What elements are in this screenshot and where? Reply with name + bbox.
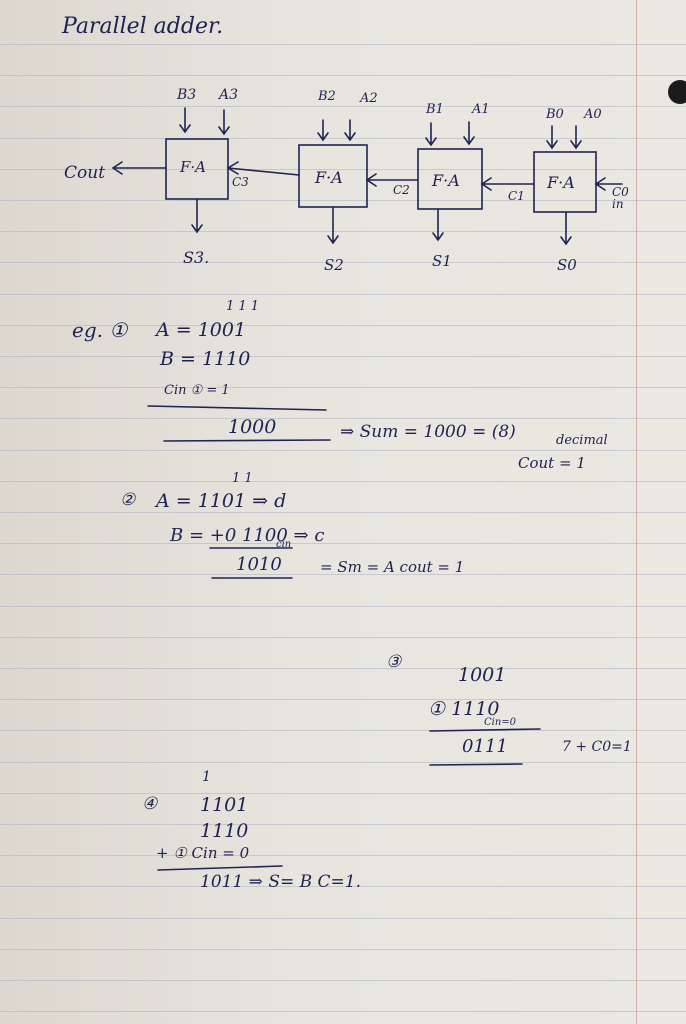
input-b3: B3 bbox=[177, 87, 197, 103]
sum-s0: S0 bbox=[557, 256, 577, 274]
ex1-label: eg. ① bbox=[72, 318, 128, 342]
input-b2: B2 bbox=[318, 89, 336, 104]
punch-hole bbox=[668, 80, 686, 104]
ruled-line bbox=[0, 387, 686, 388]
ruled-line bbox=[0, 512, 686, 513]
sum-s2: S2 bbox=[324, 256, 344, 274]
ex3-b: ① 1110 bbox=[428, 698, 500, 720]
ruled-line bbox=[0, 762, 686, 763]
ruled-line bbox=[0, 481, 686, 482]
ruled-line bbox=[0, 793, 686, 794]
carry-out: Cout bbox=[64, 163, 106, 183]
ruled-line bbox=[0, 574, 686, 575]
ruled-line bbox=[0, 918, 686, 919]
fa-box-0 bbox=[533, 151, 597, 213]
ex1-decimal: decimal bbox=[556, 433, 608, 448]
sum-s1: S1 bbox=[432, 252, 452, 270]
ruled-line bbox=[0, 543, 686, 544]
ruled-line bbox=[0, 169, 686, 170]
ruled-line bbox=[0, 106, 686, 107]
fa-label-2: F·A bbox=[315, 168, 343, 187]
page-title: Parallel adder. bbox=[62, 14, 224, 39]
carry-c3: C3 bbox=[232, 175, 249, 189]
fa-box-1 bbox=[417, 148, 483, 210]
ex3-a: 1001 bbox=[458, 664, 507, 686]
ruled-line bbox=[0, 450, 686, 451]
input-b1: B1 bbox=[426, 102, 444, 117]
carry-c2: C2 bbox=[393, 183, 410, 197]
fa-label-0: F·A bbox=[547, 173, 575, 192]
ex2-carries: 1 1 bbox=[232, 471, 253, 486]
ruled-line bbox=[0, 325, 686, 326]
fa-label-3: F·A bbox=[180, 158, 207, 176]
ex1-result: 1000 bbox=[228, 416, 277, 438]
ex1-a: A = 1001 bbox=[156, 319, 247, 341]
ex1-cin: Cin ① = 1 bbox=[164, 383, 230, 398]
ex3-result: 0111 bbox=[462, 736, 508, 757]
ex1-sum-text: ⇒ Sum = 1000 = (8) bbox=[340, 422, 516, 442]
sum-s3: S3. bbox=[183, 248, 210, 267]
ruled-line bbox=[0, 824, 686, 825]
ex3-note: 7 + C0=1 bbox=[562, 739, 632, 755]
ex1-b: B = 1110 bbox=[160, 348, 251, 370]
ruled-line bbox=[0, 294, 686, 295]
ex3-marker: ③ bbox=[386, 652, 402, 672]
carry-c1: C1 bbox=[508, 189, 525, 203]
ruled-line bbox=[0, 138, 686, 139]
ruled-line bbox=[0, 606, 686, 607]
ex1-cout: Cout = 1 bbox=[518, 454, 586, 472]
ex3-cin: Cin=0 bbox=[484, 717, 517, 728]
ex2-result: 1010 bbox=[236, 554, 282, 575]
ex4-b: 1110 bbox=[200, 820, 249, 842]
ex4-cin: + ① Cin = 0 bbox=[156, 844, 250, 862]
input-a2: A2 bbox=[360, 91, 378, 106]
ex4-marker: ④ bbox=[142, 794, 158, 814]
ruled-line bbox=[0, 1011, 686, 1012]
ruled-line bbox=[0, 699, 686, 700]
ex2-a: A = 1101 ⇒ d bbox=[156, 490, 287, 512]
ex4-result: 1011 ⇒ S= B C=1. bbox=[200, 872, 361, 892]
ruled-line bbox=[0, 262, 686, 263]
ruled-line bbox=[0, 980, 686, 981]
ex4-a: 1101 bbox=[200, 794, 249, 816]
input-b0: B0 bbox=[546, 107, 564, 122]
ruled-line bbox=[0, 855, 686, 856]
input-a3: A3 bbox=[219, 87, 239, 103]
ex1-carries: 1 1 1 bbox=[226, 299, 260, 314]
input-a1: A1 bbox=[472, 102, 490, 117]
ruled-line bbox=[0, 75, 686, 76]
fa-label-1: F·A bbox=[432, 171, 460, 190]
ex2-cin: cin bbox=[276, 539, 292, 550]
ex2-marker: ② bbox=[120, 490, 136, 510]
ruled-line bbox=[0, 200, 686, 201]
ruled-line bbox=[0, 668, 686, 669]
ruled-line bbox=[0, 231, 686, 232]
ex4-carry: 1 bbox=[202, 769, 211, 785]
carry-c0-in: C0 in bbox=[612, 185, 629, 211]
input-a0: A0 bbox=[584, 107, 602, 122]
margin-line bbox=[636, 0, 637, 1024]
ruled-line bbox=[0, 44, 686, 45]
ruled-line bbox=[0, 637, 686, 638]
ex2-note: = Sm = A cout = 1 bbox=[320, 558, 465, 576]
ruled-line bbox=[0, 949, 686, 950]
ex2-b: B = +0 1100 ⇒ c bbox=[170, 525, 325, 546]
ruled-line bbox=[0, 418, 686, 419]
ruled-line bbox=[0, 886, 686, 887]
ruled-line bbox=[0, 356, 686, 357]
ruled-line bbox=[0, 730, 686, 731]
